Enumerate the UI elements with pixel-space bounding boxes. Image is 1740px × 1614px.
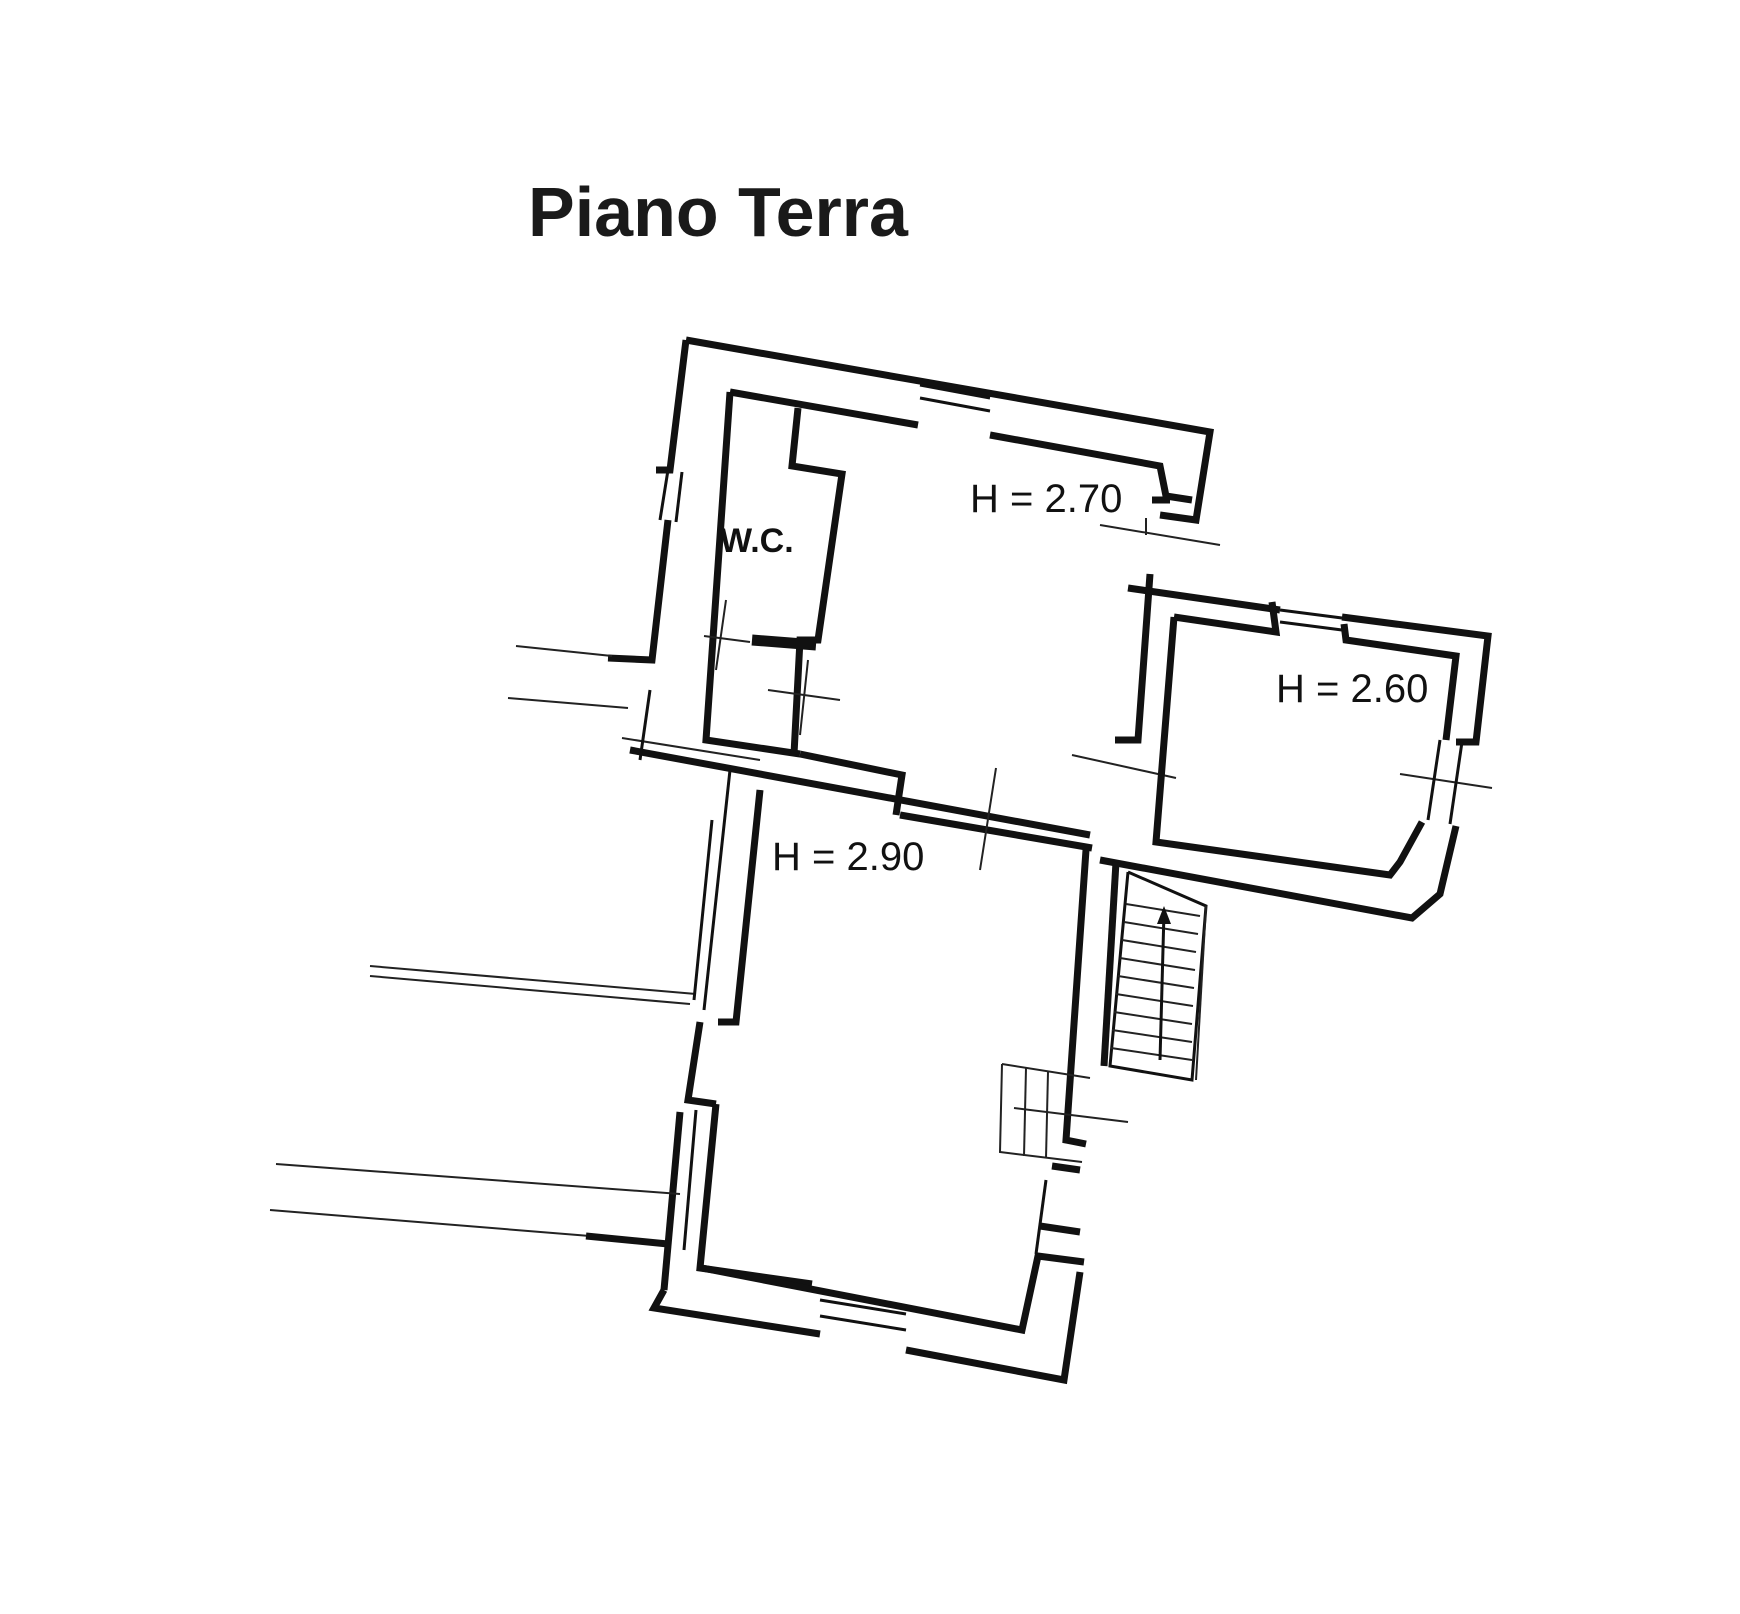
room-label-wc: W.C. xyxy=(720,522,794,560)
upper-block-walls xyxy=(507,336,1221,871)
staircase xyxy=(1108,870,1208,1082)
room-label-side-room: H = 2.60 xyxy=(1276,667,1428,711)
side-room-walls xyxy=(1099,584,1493,922)
plan-title: Piano Terra xyxy=(528,173,909,251)
room-label-lower-room: H = 2.90 xyxy=(772,835,924,879)
room-label-upper-room: H = 2.70 xyxy=(970,477,1122,521)
lower-block-walls xyxy=(269,769,1129,1385)
